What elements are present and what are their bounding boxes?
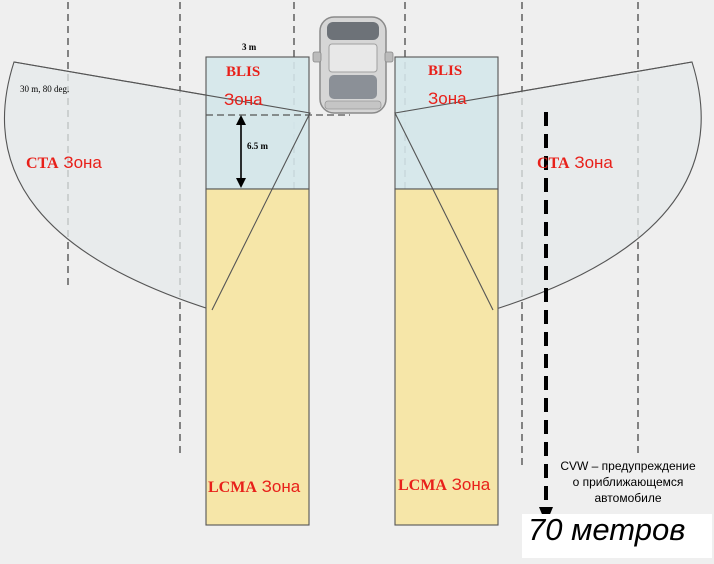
blis-left-zone: Зона xyxy=(224,90,263,109)
blis-right-zone: Зона xyxy=(428,89,467,108)
dimension-arrow xyxy=(236,115,246,188)
lcma-left-label: LCMA Зона xyxy=(208,477,301,496)
lcma-zone-left xyxy=(205,188,310,526)
cvw-line: о приближающемся xyxy=(572,475,684,489)
blis-zone-left xyxy=(205,56,310,190)
cta-right-label: CTA Зона xyxy=(537,153,613,172)
blis-left-title: BLIS xyxy=(226,64,261,80)
lcma-right-label: LCMA Зона xyxy=(398,475,491,494)
cta-left-label: CTA Зона xyxy=(26,153,102,172)
blis-right-title: BLIS xyxy=(428,63,463,79)
cvw-caption: CVW – предупреждение о приближающемся ав… xyxy=(548,458,708,506)
cta-edge-right xyxy=(394,61,693,114)
distance-label: 70 метров xyxy=(528,512,686,547)
lcma-line-right xyxy=(394,112,494,311)
blis-zone-right xyxy=(394,56,499,190)
cvw-line: CVW – предупреждение xyxy=(560,459,696,473)
cta-range-label: 30 m, 80 deg. xyxy=(20,84,70,94)
cvw-line: автомобиле xyxy=(594,491,662,505)
height-label: 6.5 m xyxy=(247,141,268,151)
car-icon xyxy=(312,16,394,114)
distance-box xyxy=(522,514,712,558)
cta-edge-left xyxy=(13,61,311,114)
lcma-zone-right xyxy=(394,188,499,526)
lcma-line-left xyxy=(211,112,311,311)
width-label: 3 m xyxy=(242,42,257,52)
